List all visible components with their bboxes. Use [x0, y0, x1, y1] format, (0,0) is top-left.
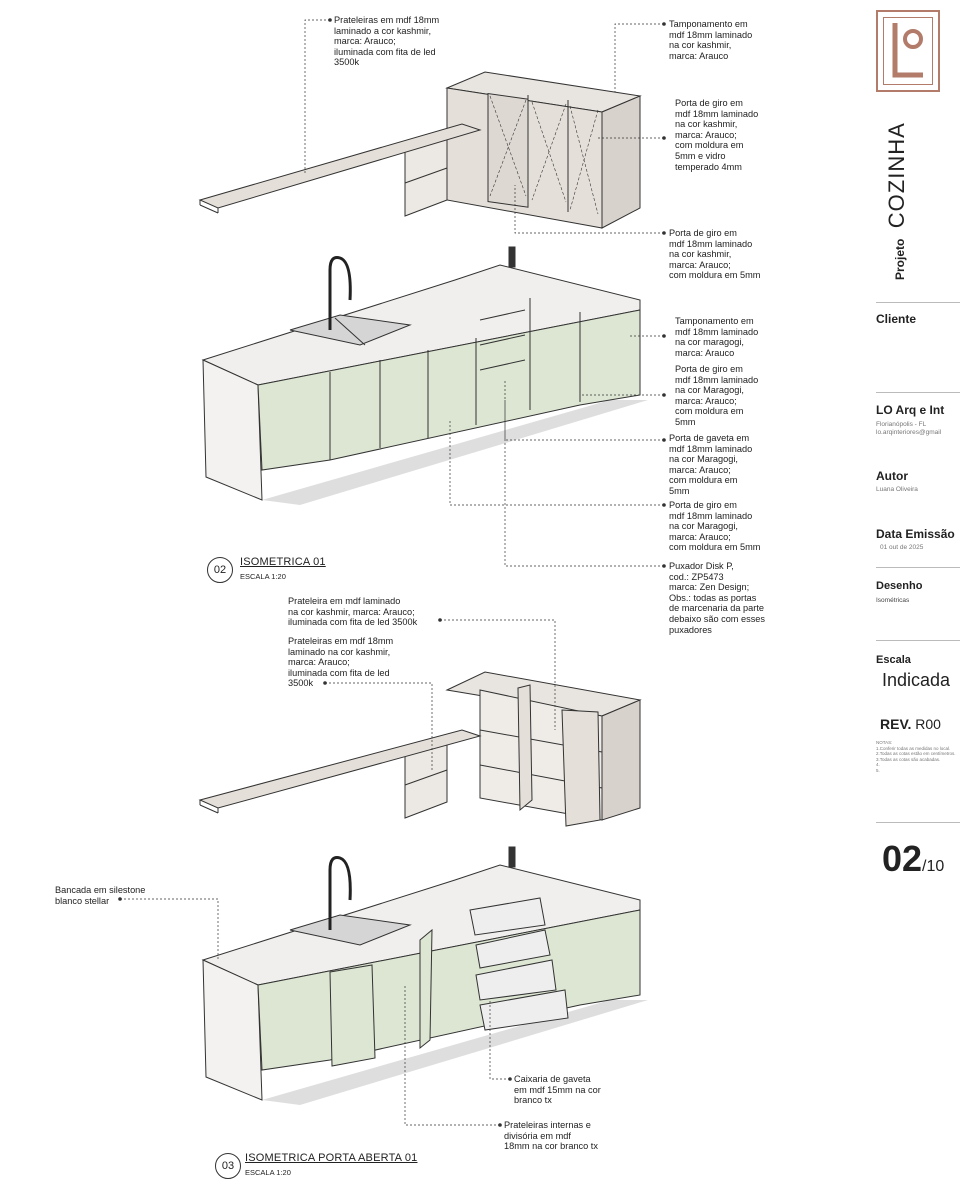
view-scale: ESCALA 1:20	[240, 572, 286, 581]
view-scale: ESCALA 1:20	[245, 1168, 291, 1177]
note-prateleira-kashmir: Prateleira em mdf laminado na cor kashmi…	[288, 596, 418, 628]
note-tamponamento-maragogi: Tamponamento em mdf 18mm laminado na cor…	[675, 316, 759, 358]
author-name: Luana Oliveira	[876, 486, 918, 493]
drawing-notes: NOTAS: 1.Conferir todas as medidas no lo…	[876, 740, 956, 773]
view-number: 03	[215, 1153, 241, 1179]
view-title: ISOMETRICA 01	[240, 556, 326, 568]
revision: REV. R00	[880, 716, 941, 732]
note-porta-giro-maragogi: Porta de giro em mdf 18mm laminado na co…	[675, 364, 759, 427]
client-label: Cliente	[876, 312, 917, 326]
note-puxador: Puxador Disk P, cod.: ZP5473 marca: Zen …	[669, 561, 766, 635]
base-cabinet-02	[201, 246, 648, 505]
note-tamponamento-kashmir: Tamponamento em mdf 18mm laminado na cor…	[669, 19, 753, 61]
note-porta-giro-vidro: Porta de giro em mdf 18mm laminado na co…	[675, 98, 759, 172]
note-porta-giro-maragogi-2: Porta de giro em mdf 18mm laminado na co…	[669, 500, 761, 553]
kitchen-isometric-drawings	[118, 18, 666, 1127]
company-email: lo.arqinteriores@gmail	[876, 429, 942, 436]
leader-dots	[118, 18, 666, 1127]
title-block: Projeto COZINHA Cliente LO Arq e Int Flo…	[872, 0, 960, 900]
rev-value: R00	[915, 716, 941, 732]
project-label: Projeto	[893, 238, 907, 280]
date-label: Data Emissão	[876, 527, 955, 541]
drawing-type: Isométricas	[876, 597, 910, 604]
brand-logo	[876, 10, 940, 92]
project-name: COZINHA	[884, 122, 909, 229]
author-label: Autor	[876, 469, 908, 483]
note-porta-giro-kashmir: Porta de giro em mdf 18mm laminado na co…	[669, 228, 761, 281]
base-cabinet-03	[201, 846, 648, 1105]
company-city: Florianópolis - FL	[876, 421, 927, 428]
company-name: LO Arq e Int	[876, 403, 945, 417]
scale-value: Indicada	[882, 670, 951, 690]
wall-cabinet-upper-02	[198, 71, 642, 229]
leader-lines	[120, 19, 664, 1126]
note-prateleiras-led-2: Prateleiras em mdf 18mm laminado na cor …	[288, 636, 394, 689]
view-number: 02	[207, 557, 233, 583]
note-prateleiras-internas: Prateleiras internas e divisória em mdf …	[504, 1120, 598, 1152]
project-vertical-title: Projeto COZINHA	[884, 122, 910, 280]
wall-cabinet-upper-03	[198, 671, 642, 827]
note-bancada: Bancada em silestone blanco stellar	[55, 885, 146, 906]
note-prateleiras-led: Prateleiras em mdf 18mm laminado a cor k…	[334, 15, 440, 68]
sheet-number: 02/10	[882, 838, 945, 879]
view-title: ISOMETRICA PORTA ABERTA 01	[245, 1152, 418, 1164]
rev-label: REV.	[880, 716, 912, 732]
drawing-label: Desenho	[876, 580, 923, 592]
note-porta-gaveta: Porta de gaveta em mdf 18mm laminado na …	[669, 433, 753, 496]
scale-label: Escala	[876, 654, 911, 666]
issue-date: 01 out de 2025	[880, 544, 924, 551]
note-caixaria-gaveta: Caixaria de gaveta em mdf 15mm na cor br…	[514, 1074, 601, 1106]
